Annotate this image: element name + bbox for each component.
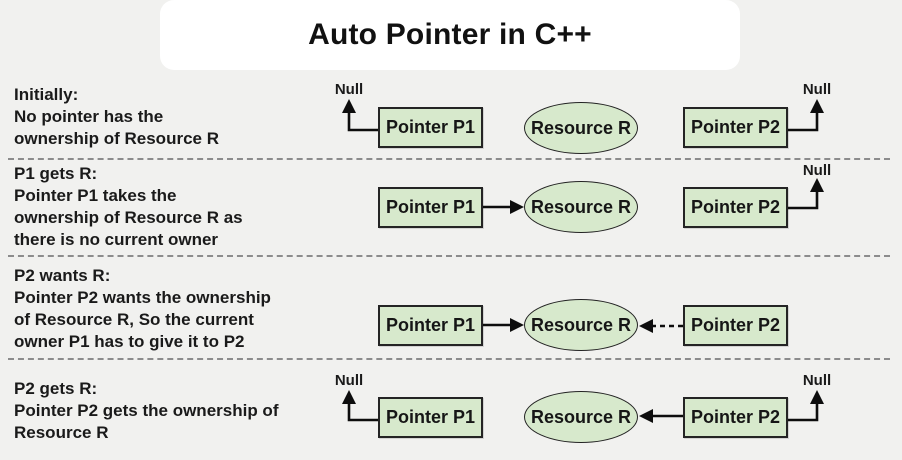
row4-heading: P2 gets R: <box>14 379 98 398</box>
row-divider-1 <box>8 158 890 160</box>
row4-p2-resource-arrow <box>639 409 683 423</box>
row3-p1-resource-arrow <box>483 318 524 332</box>
row3-line: owner P1 has to give it to P2 <box>14 332 245 351</box>
row4-null-label-right: Null <box>802 372 832 389</box>
row1-line: ownership of Resource R <box>14 129 219 148</box>
row2-resource-node: Resource R <box>524 181 638 233</box>
row1-pointer-p1-node: Pointer P1 <box>378 107 483 148</box>
row1-heading: Initially: <box>14 85 79 104</box>
row3-line: Pointer P2 wants the ownership <box>14 288 271 307</box>
row1-p1-null-arrow <box>342 99 378 132</box>
row1-caption: Initially: No pointer has the ownership … <box>14 84 219 150</box>
row2-null-label-right: Null <box>802 162 832 179</box>
row3-heading: P2 wants R: <box>14 266 111 285</box>
row1-p2-null-arrow <box>788 99 824 132</box>
row3-resource-node: Resource R <box>524 299 638 351</box>
row2-heading: P1 gets R: <box>14 164 98 183</box>
row2-line: there is no current owner <box>14 230 219 249</box>
row4-p2-null-arrow <box>788 390 824 422</box>
row3-line: of Resource R, So the current <box>14 310 254 329</box>
row1-null-label-right: Null <box>802 81 832 98</box>
row4-p1-null-arrow <box>342 390 378 422</box>
row3-caption: P2 wants R: Pointer P2 wants the ownersh… <box>14 265 271 353</box>
row4-pointer-p2-node: Pointer P2 <box>683 397 788 438</box>
row2-pointer-p1-node: Pointer P1 <box>378 187 483 228</box>
row1-resource-node: Resource R <box>524 102 638 154</box>
row1-line: No pointer has the <box>14 107 164 126</box>
row2-caption: P1 gets R: Pointer P1 takes the ownershi… <box>14 163 243 251</box>
row3-pointer-p1-node: Pointer P1 <box>378 305 483 346</box>
page-title: Auto Pointer in C++ <box>308 18 592 51</box>
row2-p2-null-arrow <box>788 178 824 210</box>
row4-pointer-p1-node: Pointer P1 <box>378 397 483 438</box>
row-divider-2 <box>8 255 890 257</box>
row4-resource-node: Resource R <box>524 391 638 443</box>
row-divider-3 <box>8 358 890 360</box>
row1-pointer-p2-node: Pointer P2 <box>683 107 788 148</box>
row3-p2-resource-dashed-arrow <box>639 319 683 333</box>
row2-pointer-p2-node: Pointer P2 <box>683 187 788 228</box>
row4-line: Pointer P2 gets the ownership of <box>14 401 279 420</box>
row3-pointer-p2-node: Pointer P2 <box>683 305 788 346</box>
row4-caption: P2 gets R: Pointer P2 gets the ownership… <box>14 378 278 444</box>
row2-line: ownership of Resource R as <box>14 208 243 227</box>
row2-p1-resource-arrow <box>483 200 524 214</box>
title-card: Auto Pointer in C++ <box>160 0 740 70</box>
row4-null-label-left: Null <box>334 372 364 389</box>
row2-line: Pointer P1 takes the <box>14 186 177 205</box>
row4-line: Resource R <box>14 423 109 442</box>
row1-null-label-left: Null <box>334 81 364 98</box>
